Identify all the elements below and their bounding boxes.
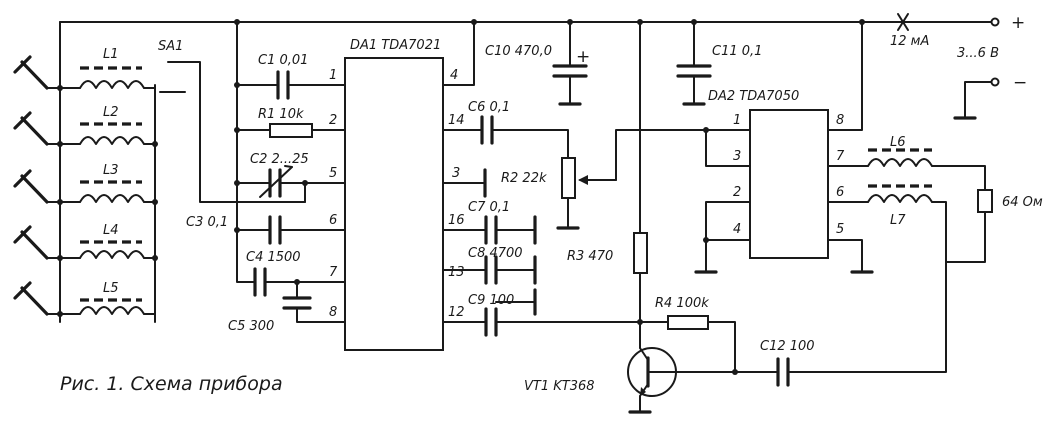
coil-L7 (867, 194, 933, 203)
da1-pin-12: 12 (448, 305, 465, 320)
label-C11: C11 0,1 (712, 44, 762, 59)
label-C4: C4 1500 (246, 250, 301, 265)
label-C6: C6 0,1 (468, 100, 510, 115)
da2-pin-5: 5 (836, 222, 844, 237)
label-C2: C2 2...25 (250, 152, 309, 167)
label-DA2: DA2 TDA7050 (708, 89, 799, 104)
ic-DA2 (749, 109, 829, 259)
transistor-stage (627, 19, 947, 414)
label-L6: L6 (890, 135, 906, 150)
label-L3: L3 (103, 163, 119, 178)
da2-pin-8: 8 (836, 113, 844, 128)
minus-terminal (990, 77, 1000, 87)
da2-pin-7: 7 (836, 149, 845, 164)
label-VT1: VT1 KT368 (524, 379, 595, 394)
da1-pin-1: 1 (329, 68, 337, 83)
coil-L3 (79, 194, 145, 203)
label-C3: C3 0,1 (186, 215, 228, 230)
speaker (977, 189, 993, 213)
da1-pin-3: 3 (452, 166, 460, 181)
figure-caption: Рис. 1. Схема прибора (60, 373, 283, 395)
supply-voltage-label: 3...6 В (957, 46, 999, 61)
da2-pin-1: 1 (733, 113, 741, 128)
switch-SA1 (159, 61, 306, 203)
label-C12: C12 100 (760, 339, 815, 354)
antenna-2 (13, 111, 49, 146)
da1-pin-8: 8 (329, 305, 337, 320)
supply-current-label: 12 мА (890, 34, 929, 49)
label-SA1: SA1 (158, 39, 183, 54)
supply-decoupling (552, 19, 712, 106)
da1-pin-5: 5 (329, 166, 337, 181)
c10-polarity-mark: + (576, 47, 590, 67)
label-L2: L2 (103, 105, 119, 120)
da1-pin-2: 2 (329, 113, 337, 128)
label-R3: R3 470 (567, 249, 613, 264)
label-L7: L7 (890, 213, 906, 228)
antenna-3 (13, 169, 49, 204)
label-R1: R1 10k (258, 107, 304, 122)
label-speaker: 64 Ом (1002, 195, 1043, 210)
label-R2: R2 22k (501, 171, 547, 186)
label-C1: C1 0,01 (258, 53, 308, 68)
positive-rail (59, 13, 1000, 120)
coil-L6 (867, 158, 933, 167)
coil-L5 (79, 306, 145, 315)
label-L1: L1 (103, 47, 119, 62)
da2-pin-4: 4 (733, 222, 741, 237)
label-C5: C5 300 (228, 319, 274, 334)
label-L4: L4 (103, 223, 119, 238)
plus-terminal (990, 17, 1000, 27)
label-C9: C9 100 (468, 293, 514, 308)
da2-pin-2: 2 (733, 185, 741, 200)
label-R4: R4 100k (655, 296, 709, 311)
label-C8: C8 4700 (468, 246, 523, 261)
label-L5: L5 (103, 281, 119, 296)
da1-pin-14: 14 (448, 113, 465, 128)
antenna-coil-bank (13, 21, 158, 323)
da1-input-network (234, 19, 346, 323)
da2-wiring (615, 19, 993, 274)
da1-pin-4: 4 (450, 68, 458, 83)
label-C10: C10 470,0 (485, 44, 552, 59)
antenna-1 (13, 55, 49, 90)
antenna-5 (13, 281, 49, 316)
ic-DA1 (344, 57, 444, 351)
da1-pin-13: 13 (448, 265, 465, 280)
minus-sign: − (1013, 73, 1027, 93)
da1-pin-6: 6 (329, 213, 337, 228)
coil-L4 (79, 250, 145, 259)
antenna-4 (13, 225, 49, 260)
label-C7: C7 0,1 (468, 200, 510, 215)
da2-pin-6: 6 (836, 185, 844, 200)
da1-pin-16: 16 (448, 213, 465, 228)
plus-sign: + (1011, 13, 1025, 33)
da2-pin-3: 3 (733, 149, 741, 164)
coil-L2 (79, 136, 145, 145)
da1-pin-7: 7 (329, 265, 338, 280)
label-DA1: DA1 TDA7021 (350, 38, 441, 53)
da1-output-network (442, 19, 641, 337)
coil-L1 (79, 80, 145, 89)
